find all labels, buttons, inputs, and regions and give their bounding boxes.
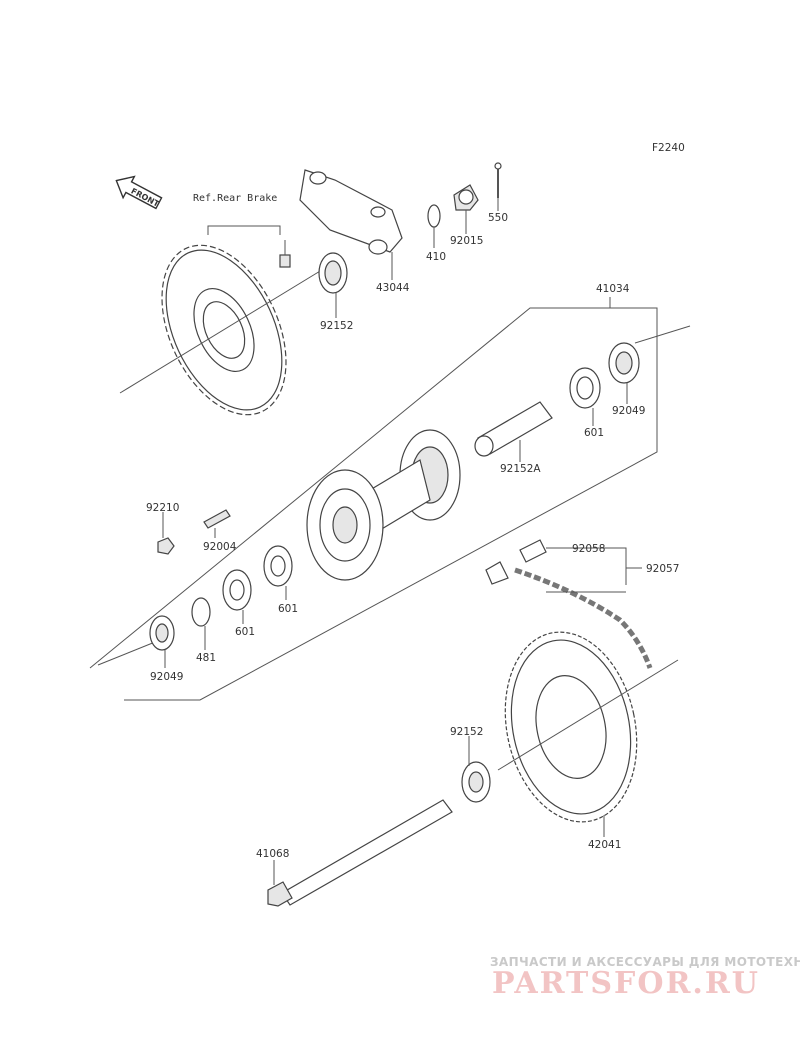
label-41034: 41034 [596,283,630,295]
label-42041: 42041 [588,839,621,851]
oil-seal-92049-right [608,342,640,384]
caliper-bracket [299,169,403,255]
label-92152-top: 92152 [320,320,353,332]
label-92152-low: 92152 [450,726,483,738]
label-601-left: 601 [235,626,255,638]
label-601-mid: 601 [278,603,298,615]
wheel-hub [306,429,461,581]
label-92015: 92015 [450,235,483,247]
label-410: 410 [426,251,446,263]
collar-92152-low [461,761,491,803]
label-92004: 92004 [203,541,237,553]
bearing-601-mid [263,545,293,587]
label-92049-right: 92049 [612,405,645,417]
front-arrow-icon: FRONT [115,175,163,210]
rear-sprocket [497,631,679,823]
label-601-right: 601 [584,427,604,439]
assembly-outline [89,307,658,701]
watermark-tagline: ЗАПЧАСТИ И АКСЕССУАРЫ ДЛЯ МОТОТЕХНИКИ [490,955,800,969]
label-481: 481 [196,652,216,664]
nut-92015 [453,184,479,211]
stud-92004 [203,509,231,529]
washer-410 [427,204,441,228]
collar-92152A [474,401,553,457]
rear-axle [267,799,453,907]
label-92152A: 92152A [500,463,541,475]
cotter-pin-550 [494,162,502,198]
ref-rear-brake-note: Ref.Rear Brake [193,193,277,204]
label-43044: 43044 [376,282,410,294]
label-92049-left: 92049 [150,671,183,683]
brake-disc [119,244,331,416]
drive-chain [485,539,653,669]
label-92057: 92057 [646,563,679,575]
figure-code: F2240 [652,142,685,154]
nut-92210 [157,537,175,555]
circlip-481 [191,597,211,627]
label-92210: 92210 [146,502,179,514]
bearing-601-right [569,367,601,409]
collar-92152-top [318,252,348,294]
disc-bolt [279,240,291,268]
watermark-brand: PARTSFOR.RU [492,966,760,1001]
oil-seal-92049-left [149,615,175,651]
bearing-601-left [222,569,252,611]
label-41068: 41068 [256,848,289,860]
label-550: 550 [488,212,508,224]
label-92058: 92058 [572,543,605,555]
